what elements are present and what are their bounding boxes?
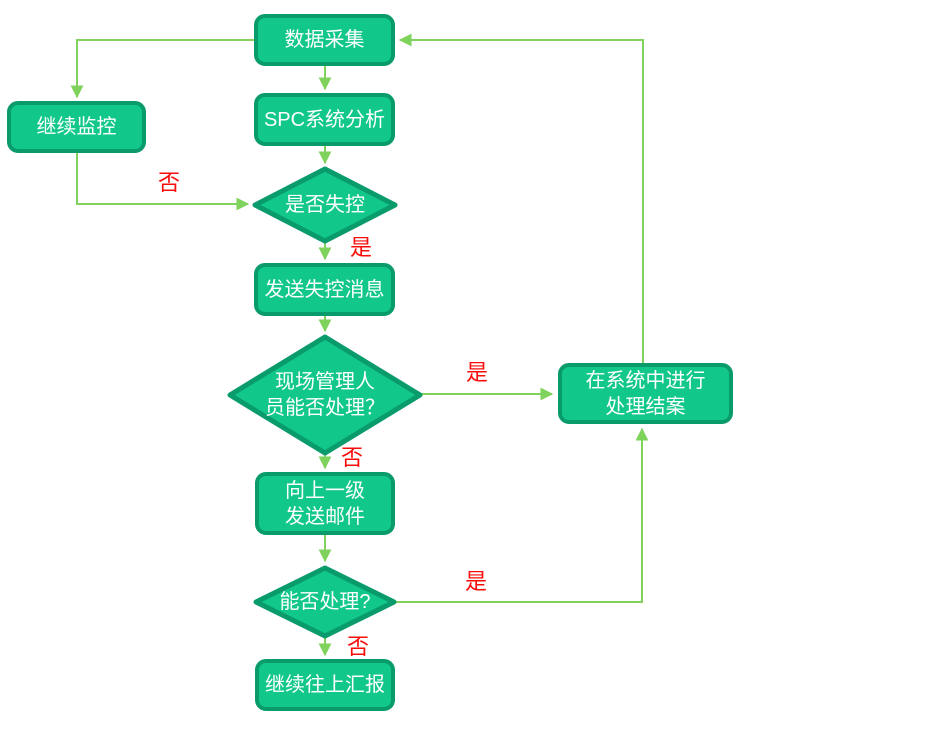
node-send-email-up: 向上一级 发送邮件	[255, 472, 395, 535]
edge-label-yes-handle: 是	[464, 569, 488, 594]
edge-label-no-monitor: 否	[157, 170, 181, 195]
node-data-collection: 数据采集	[254, 14, 395, 66]
edge-label-no-site: 否	[340, 445, 364, 470]
decision-site-manager-handle	[227, 334, 423, 456]
edge-label-yes-site: 是	[465, 360, 489, 385]
decision-can-handle	[253, 565, 397, 639]
connector-canhandle-to-processinsystem	[395, 427, 649, 603]
connector-processinsystem-to-datacollection	[398, 33, 644, 363]
node-send-message: 发送失控消息	[254, 263, 395, 316]
node-spc-analysis: SPC系统分析	[254, 93, 395, 146]
decision-out-of-control	[252, 166, 398, 244]
node-process-in-system: 在系统中进行 处理结案	[558, 363, 733, 424]
connector-datacollection-to-continuemonitoring	[70, 39, 254, 99]
node-continue-monitoring: 继续监控	[7, 101, 146, 153]
connector-continuemonitoring-to-outofcontrol	[76, 153, 250, 211]
edge-label-no-handle: 否	[346, 634, 370, 659]
edge-label-yes-control: 是	[349, 235, 373, 260]
node-report-upward: 继续往上汇报	[255, 659, 395, 711]
